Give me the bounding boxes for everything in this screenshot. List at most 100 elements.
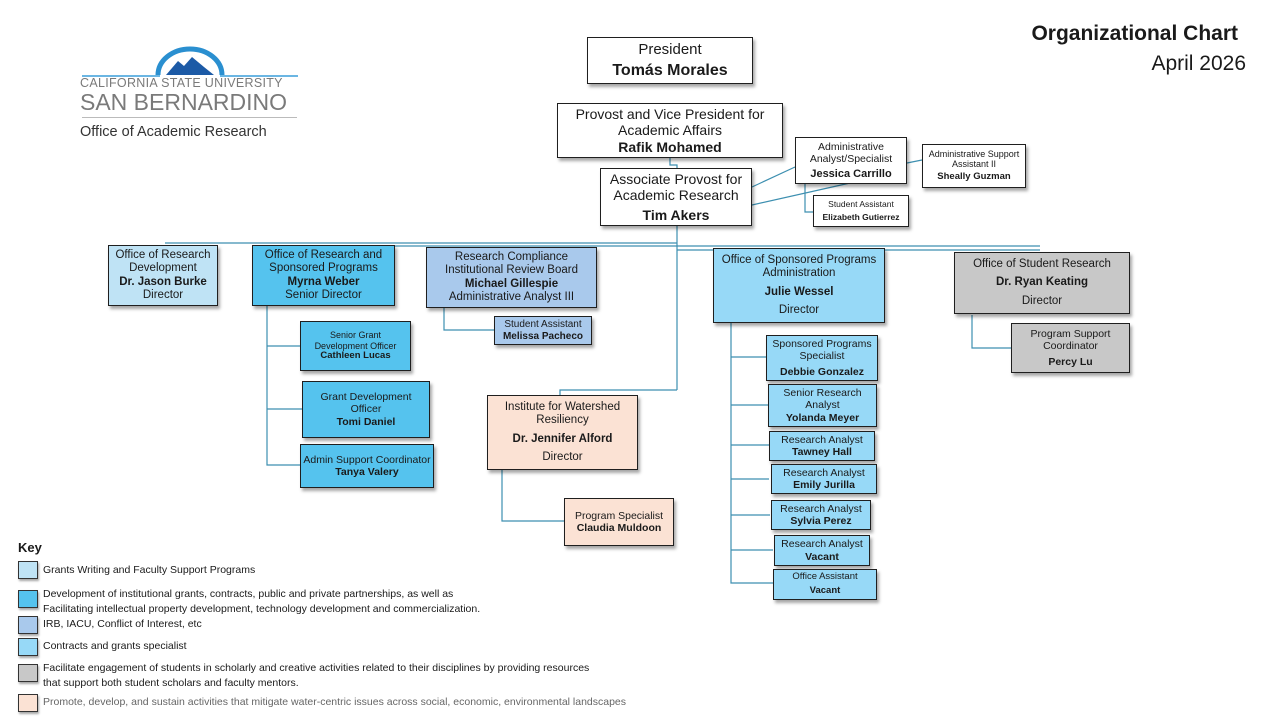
connector-analyst-support bbox=[906, 159, 923, 164]
node-name: Julie Wessel bbox=[764, 285, 834, 298]
node-name: Melissa Pacheco bbox=[502, 330, 584, 342]
logo-university-line: CALIFORNIA STATE UNIVERSITY bbox=[80, 76, 283, 90]
node-role: Director bbox=[778, 303, 820, 316]
key-label-group: Facilitate engagement of students in sch… bbox=[43, 661, 589, 690]
key-swatch bbox=[18, 590, 38, 608]
csusb-logo: CALIFORNIA STATE UNIVERSITY SAN BERNARDI… bbox=[80, 45, 300, 145]
node-title: Administrative Support Assistant II bbox=[928, 148, 1020, 170]
key-item-student-research: Facilitate engagement of students in sch… bbox=[18, 661, 589, 690]
page-date: April 2026 bbox=[1151, 52, 1246, 75]
node-name: Dr. Jason Burke bbox=[119, 275, 207, 288]
key-swatch bbox=[18, 664, 38, 682]
node-office-assistant[interactable]: Office Assistant Vacant bbox=[773, 569, 877, 600]
key-label: Promote, develop, and sustain activities… bbox=[43, 696, 627, 708]
node-name: Vacant bbox=[809, 585, 841, 596]
node-title: Senior Grant Development Officer bbox=[314, 330, 397, 351]
node-program-support-coordinator[interactable]: Program Support Coordinator Percy Lu bbox=[1011, 323, 1130, 373]
connector-provost-assoc bbox=[669, 157, 678, 168]
node-name: Rafik Mohamed bbox=[618, 138, 722, 155]
key-swatch bbox=[18, 561, 38, 579]
key-swatch bbox=[18, 638, 38, 656]
node-title: Institute for Watershed Resiliency bbox=[504, 401, 621, 427]
node-name: Claudia Muldoon bbox=[576, 522, 662, 534]
node-title: Office of Research Development bbox=[115, 249, 211, 275]
node-title: President bbox=[638, 40, 702, 58]
node-name: Tawney Hall bbox=[792, 446, 852, 458]
connector-assoc-analyst2 bbox=[751, 182, 851, 206]
node-senior-grant-officer[interactable]: Senior Grant Development Officer Cathlee… bbox=[300, 321, 411, 371]
node-title: Office of Student Research bbox=[973, 258, 1111, 271]
node-admin-analyst[interactable]: Administrative Analyst/Specialist Jessic… bbox=[795, 137, 907, 184]
node-president[interactable]: President Tomás Morales bbox=[587, 37, 753, 84]
node-title: Grant Development Officer bbox=[320, 391, 412, 416]
node-title: Research Analyst bbox=[783, 466, 865, 479]
connector-analyst-student bbox=[804, 183, 813, 213]
node-title: Sponsored Programs Specialist bbox=[772, 338, 872, 363]
logo-office-line: Office of Academic Research bbox=[80, 124, 267, 140]
key-label-2: Facilitating intellectual property devel… bbox=[43, 602, 481, 615]
key-item-grants-writing: Grants Writing and Faculty Support Progr… bbox=[18, 561, 255, 579]
node-name: Elizabeth Gutierrez bbox=[822, 211, 900, 222]
logo-divider bbox=[82, 117, 297, 118]
connector-orsp-children bbox=[266, 305, 300, 466]
node-ospa[interactable]: Office of Sponsored Programs Administrat… bbox=[713, 248, 885, 323]
node-name: Tanya Valery bbox=[335, 466, 399, 478]
node-role: Director bbox=[542, 450, 583, 463]
key-item-development: Development of institutional grants, con… bbox=[18, 587, 480, 616]
connector-watershed bbox=[559, 389, 677, 396]
node-compliance-student[interactable]: Student Assistant Melissa Pacheco bbox=[494, 316, 592, 345]
node-name: Vacant bbox=[805, 550, 839, 563]
node-admin-support[interactable]: Administrative Support Assistant II Shea… bbox=[922, 144, 1026, 188]
node-name: Debbie Gonzalez bbox=[779, 365, 864, 378]
node-research-analyst-2[interactable]: Research Analyst Emily Jurilla bbox=[771, 464, 877, 494]
node-title: Research Analyst bbox=[780, 502, 862, 515]
node-associate-provost[interactable]: Associate Provost for Academic Research … bbox=[600, 168, 752, 226]
node-research-analyst-4[interactable]: Research Analyst Vacant bbox=[774, 535, 870, 566]
connector-ospa-children bbox=[730, 323, 773, 584]
node-name: Jessica Carrillo bbox=[810, 167, 892, 180]
node-admin-support-coordinator[interactable]: Admin Support Coordinator Tanya Valery bbox=[300, 444, 434, 488]
key-title: Key bbox=[18, 540, 42, 555]
node-title: Provost and Vice President for Academic … bbox=[575, 106, 765, 139]
node-title: Office of Research and Sponsored Program… bbox=[264, 249, 383, 275]
node-orsp[interactable]: Office of Research and Sponsored Program… bbox=[252, 245, 395, 306]
node-title: Student Assistant bbox=[504, 319, 582, 330]
node-role: Senior Director bbox=[285, 288, 362, 301]
connector-watershed-child bbox=[501, 470, 564, 522]
node-title: Research Compliance Institutional Review… bbox=[445, 251, 578, 277]
key-swatch bbox=[18, 694, 38, 712]
node-research-analyst-3[interactable]: Research Analyst Sylvia Perez bbox=[771, 500, 871, 530]
node-title: Associate Provost for Academic Research bbox=[609, 171, 743, 204]
node-title: Office Assistant bbox=[792, 571, 858, 583]
node-name: Tomi Daniel bbox=[336, 415, 396, 428]
key-label: Development of institutional grants, con… bbox=[43, 588, 454, 600]
node-research-development[interactable]: Office of Research Development Dr. Jason… bbox=[108, 245, 218, 306]
node-research-analyst-1[interactable]: Research Analyst Tawney Hall bbox=[769, 431, 875, 461]
node-name: Sheally Guzman bbox=[937, 171, 1011, 183]
node-name: Tomás Morales bbox=[612, 61, 728, 79]
key-item-irb: IRB, IACU, Conflict of Interest, etc bbox=[18, 616, 202, 634]
node-name: Tim Akers bbox=[642, 206, 710, 223]
node-program-specialist[interactable]: Program Specialist Claudia Muldoon bbox=[564, 498, 674, 546]
node-title: Administrative Analyst/Specialist bbox=[809, 140, 893, 165]
connector-compliance-student bbox=[443, 307, 494, 331]
node-provost[interactable]: Provost and Vice President for Academic … bbox=[557, 103, 783, 158]
node-student-assistant-top[interactable]: Student Assistant Elizabeth Gutierrez bbox=[813, 195, 909, 227]
node-title: Senior Research Analyst bbox=[783, 387, 862, 412]
key-item-contracts: Contracts and grants specialist bbox=[18, 638, 187, 656]
node-watershed-institute[interactable]: Institute for Watershed Resiliency Dr. J… bbox=[487, 395, 638, 470]
node-title: Office of Sponsored Programs Administrat… bbox=[721, 254, 877, 280]
key-label: Grants Writing and Faculty Support Progr… bbox=[43, 564, 256, 576]
node-name: Michael Gillespie bbox=[464, 277, 559, 290]
node-name: Myrna Weber bbox=[287, 275, 360, 288]
node-senior-research-analyst[interactable]: Senior Research Analyst Yolanda Meyer bbox=[768, 384, 877, 427]
connector-assoc-analyst bbox=[751, 166, 796, 188]
key-label: IRB, IACU, Conflict of Interest, etc bbox=[43, 618, 202, 630]
node-sp-specialist[interactable]: Sponsored Programs Specialist Debbie Gon… bbox=[766, 335, 878, 381]
node-name: Sylvia Perez bbox=[790, 515, 852, 527]
node-student-research[interactable]: Office of Student Research Dr. Ryan Keat… bbox=[954, 252, 1130, 314]
node-grant-dev-officer[interactable]: Grant Development Officer Tomi Daniel bbox=[302, 381, 430, 438]
node-research-compliance[interactable]: Research Compliance Institutional Review… bbox=[426, 247, 597, 308]
key-label-group: Development of institutional grants, con… bbox=[43, 587, 480, 616]
key-label: Facilitate engagement of students in sch… bbox=[43, 662, 590, 674]
